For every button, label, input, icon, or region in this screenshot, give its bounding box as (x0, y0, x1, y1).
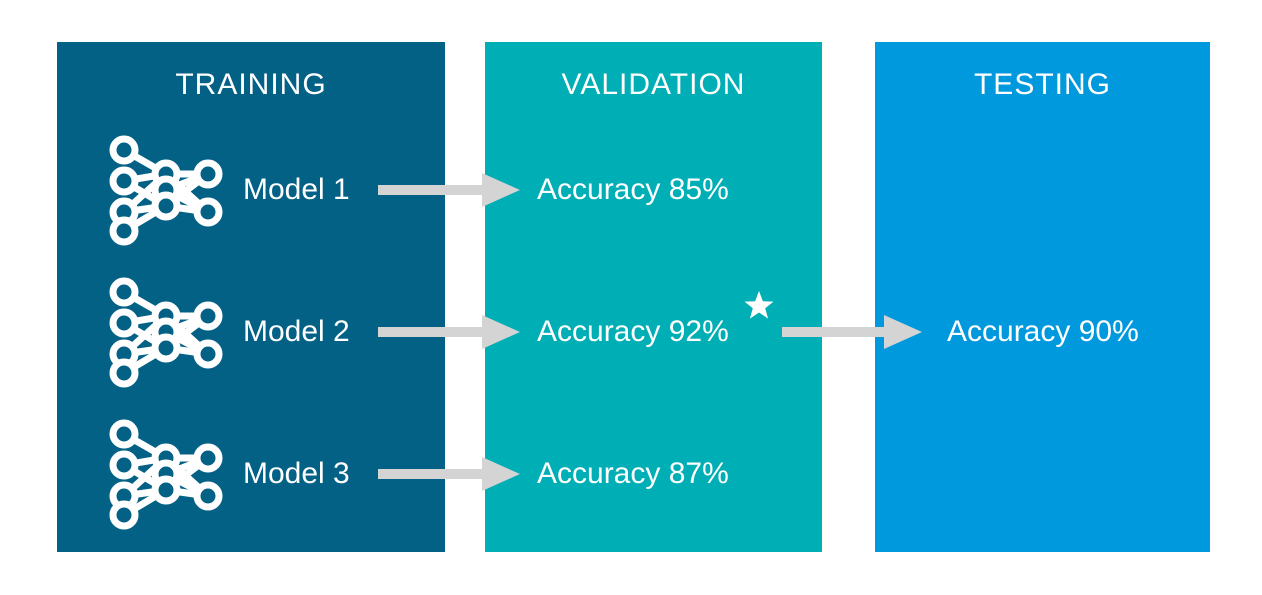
testing-panel: TESTING (875, 42, 1210, 552)
testing-accuracy-label: Accuracy 90% (947, 315, 1139, 348)
training-panel-title: TRAINING (175, 68, 327, 101)
star-icon (744, 290, 774, 320)
model-label: Model 3 (243, 457, 350, 490)
arrow-right-icon (378, 457, 520, 491)
validation-panel-title: VALIDATION (561, 68, 746, 101)
model-label: Model 2 (243, 315, 350, 348)
arrow-right-icon (378, 315, 520, 349)
model-label: Model 1 (243, 173, 350, 206)
validation-panel: VALIDATION (485, 42, 822, 552)
neural-network-icon (105, 276, 227, 388)
neural-network-icon (105, 418, 227, 530)
validation-accuracy-label: Accuracy 87% (537, 457, 729, 490)
validation-accuracy-label: Accuracy 92% (537, 315, 729, 348)
validation-accuracy-label: Accuracy 85% (537, 173, 729, 206)
neural-network-icon (105, 134, 227, 246)
testing-panel-title: TESTING (973, 68, 1111, 101)
arrow-right-icon (378, 173, 520, 207)
arrow-right-icon (782, 315, 922, 349)
